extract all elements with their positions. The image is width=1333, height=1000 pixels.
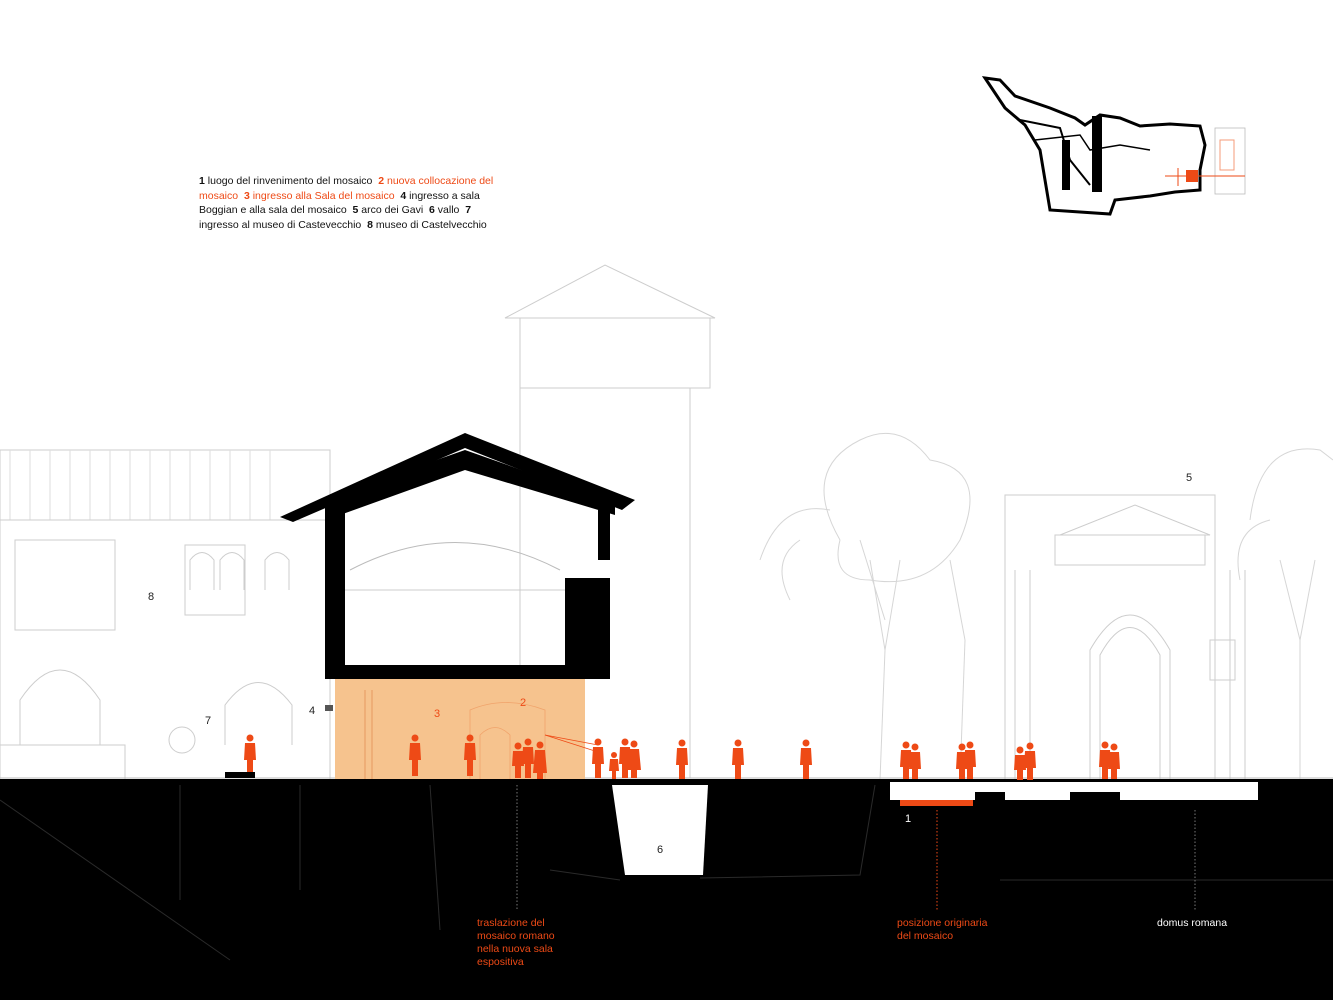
- ghost-background: [0, 264, 1333, 781]
- ground-section: [0, 779, 1333, 1000]
- legend-item-4: 4 ingresso a sala Boggian e alla sala de…: [199, 189, 480, 217]
- marker-8: 8: [148, 591, 155, 603]
- legend-item-1: 1 luogo del rinvenimento del mosaico: [199, 175, 373, 187]
- legend-item-3: 3 ingresso alla Sala del mosaico: [243, 189, 395, 202]
- legend-item-5: 5 arco dei Gavi: [352, 204, 424, 216]
- marker-6: 6: [657, 844, 664, 856]
- people-figures: [244, 734, 1120, 780]
- caption-original-position: posizione originaria del mosaico: [897, 917, 988, 942]
- legend-item-7: 7 ingresso al museo di Castevecchio: [199, 204, 472, 231]
- marker-2: 2: [520, 697, 527, 709]
- hall-section: [280, 433, 635, 690]
- marker-7: 7: [205, 715, 212, 727]
- legend-item-8: 8 museo di Castelvecchio: [367, 218, 487, 231]
- mosaic-room: [335, 679, 599, 779]
- marker-5: 5: [1186, 472, 1193, 484]
- marker-4: 4: [309, 705, 316, 717]
- key-plan: [981, 76, 1246, 216]
- step-left: [225, 772, 255, 778]
- legend-item-6: 6 vallo: [429, 204, 460, 216]
- marker-3: 3: [434, 708, 441, 720]
- entrance-marker: [325, 705, 333, 711]
- caption-translation: traslazione del mosaico romano nella nuo…: [477, 917, 555, 968]
- caption-domus: domus romana: [1157, 917, 1228, 929]
- legend-item-2: 2 nuova collocazione del mosaico: [199, 175, 494, 202]
- marker-1: 1: [905, 813, 912, 825]
- legend: 1 luogo del rinvenimento del mosaico 2 n…: [199, 174, 509, 232]
